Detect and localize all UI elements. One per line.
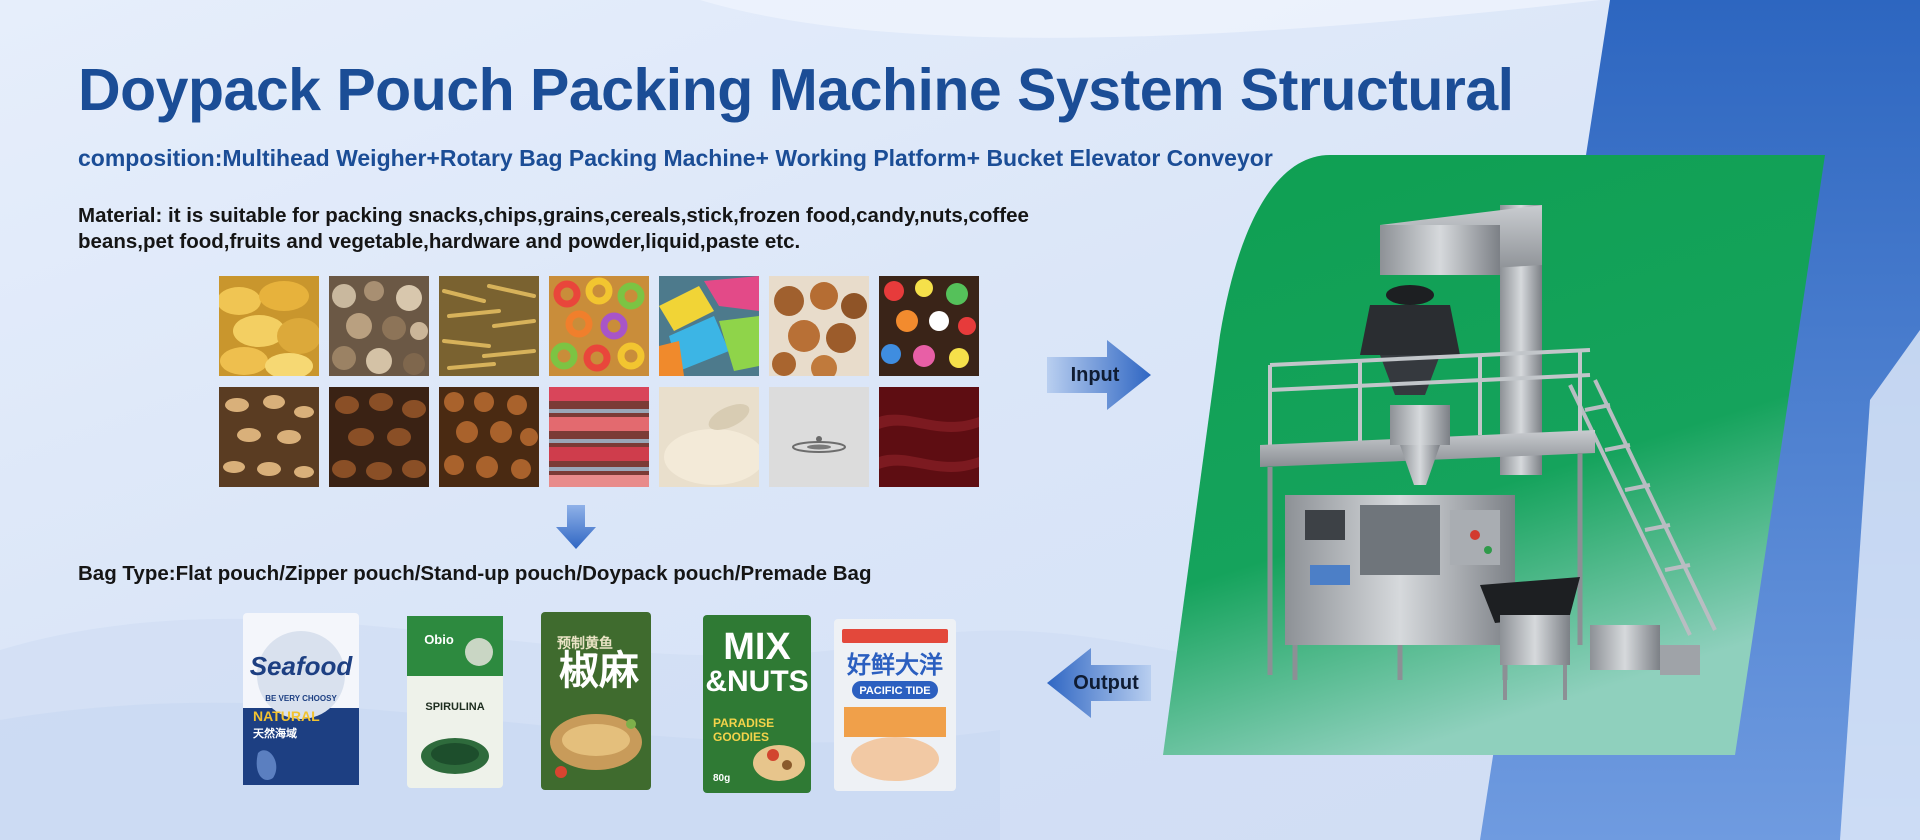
pepper-fish-pouch: 预制黄鱼 椒麻 [541,612,651,790]
page-title: Doypack Pouch Packing Machine System Str… [78,57,1514,123]
spirulina-name: SPIRULINA [425,701,484,713]
material-description: Material: it is suitable for packing sna… [78,204,1029,253]
mushroom-photo [329,276,429,376]
mix-nuts-sub1: PARADISE [713,716,774,730]
mix-nuts-sub2: GOODIES [713,730,769,744]
down-arrow-icon [556,505,596,554]
right-arrow-icon [1047,340,1151,410]
bag-type-description: Bag Type:Flat pouch/Zipper pouch/Stand-u… [78,562,872,585]
pacific-cn: 好鲜大洋 [846,651,943,679]
mix-nuts-weight: 80g [713,773,730,784]
seafood-brand: Seafood [250,651,354,681]
material-photo-grid [219,276,979,487]
pacific-tide-pouch: 好鲜大洋 PACIFIC TIDE [834,619,956,791]
seafood-pouch: Seafood BE VERY CHOOSY NATURAL 天然海域 [243,613,359,785]
seafood-natural: NATURAL [253,708,320,724]
liquid-photo [769,387,869,487]
mix-nuts-line1: MIX [723,626,791,668]
seafood-tagline: BE VERY CHOOSY [265,694,337,703]
candy-photo [879,276,979,376]
mix-nuts-line2: &NUTS [705,665,808,698]
input-arrow: Input [1047,340,1151,410]
chips-photo [219,276,319,376]
spirulina-logo: Obio [424,632,454,647]
output-arrow: Output [1047,648,1151,718]
spirulina-pouch: Obio SPIRULINA [407,616,503,788]
seafood-cn: 天然海域 [253,726,297,740]
cashew-photo [219,387,319,487]
dried-fish-photo [439,276,539,376]
page-subtitle: composition:Multihead Weigher+Rotary Bag… [78,145,1273,171]
powder-photo [659,387,759,487]
paste-photo [879,387,979,487]
pet-food-photo [439,387,539,487]
output-label: Output [1073,671,1139,694]
pacific-name: PACIFIC TIDE [859,685,930,697]
pepper-fish-big: 椒麻 [559,648,639,694]
cereal-loops-photo [549,276,649,376]
foam-blocks-photo [659,276,759,376]
hazelnut-photo [769,276,869,376]
input-label: Input [1070,363,1120,386]
fruits-vegetables-photo [549,387,649,487]
mix-nuts-pouch: MIX &NUTS PARADISE GOODIES 80g [703,615,811,793]
packing-machine-image [1250,205,1730,720]
coffee-beans-photo [329,387,429,487]
